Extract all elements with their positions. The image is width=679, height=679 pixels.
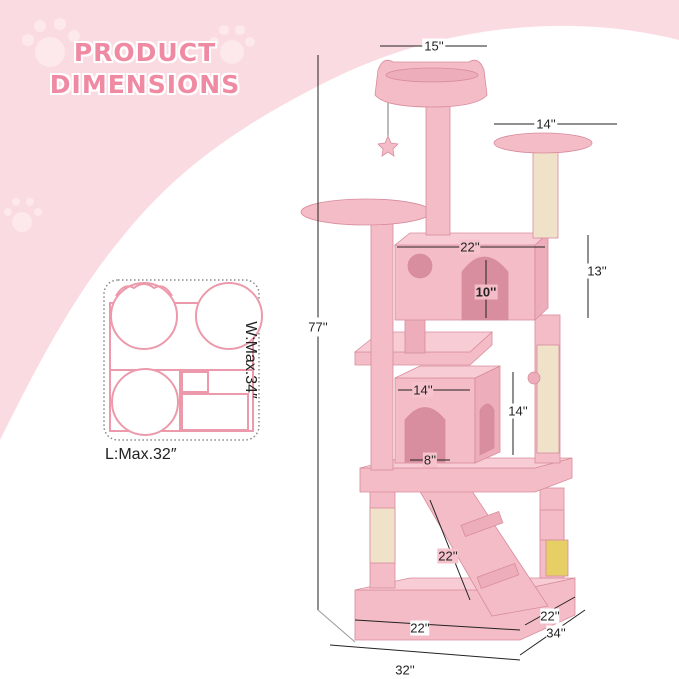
dim-base-width: 22'' <box>410 620 430 636</box>
footprint-width-label: W:Max.34″ <box>242 321 259 399</box>
dim-right-platform-width: 14'' <box>534 116 558 132</box>
dim-base-depth: 22'' <box>540 608 560 624</box>
dim-upper-door-height: 10'' <box>474 284 498 300</box>
paw-print-icon <box>22 18 80 67</box>
dim-ramp-length: 22'' <box>437 548 459 564</box>
star-toy-icon <box>377 134 399 157</box>
dim-lower-condo-width: 14'' <box>412 382 434 398</box>
dim-upper-condo-height: 13'' <box>587 263 607 279</box>
dim-upper-condo-width: 22'' <box>459 239 481 255</box>
page-title-line1: PRODUCT <box>73 38 217 67</box>
dim-total-height: 77'' <box>308 317 328 337</box>
dim-lower-condo-height: 14'' <box>508 403 528 419</box>
paw-print-icon <box>4 198 42 232</box>
dim-overall-length: 32'' <box>395 662 415 678</box>
footprint-diagram <box>103 279 263 441</box>
cat-tree-illustration <box>300 59 593 641</box>
paw-print-icon <box>209 25 255 64</box>
page-title-line2: DIMENSIONS <box>49 70 241 99</box>
dim-top-perch-width: 15'' <box>422 38 446 54</box>
footprint-length-label: L:Max.32″ <box>105 446 177 463</box>
dim-lower-door-width: 8'' <box>422 452 438 468</box>
dim-overall-width: 34'' <box>546 625 566 641</box>
